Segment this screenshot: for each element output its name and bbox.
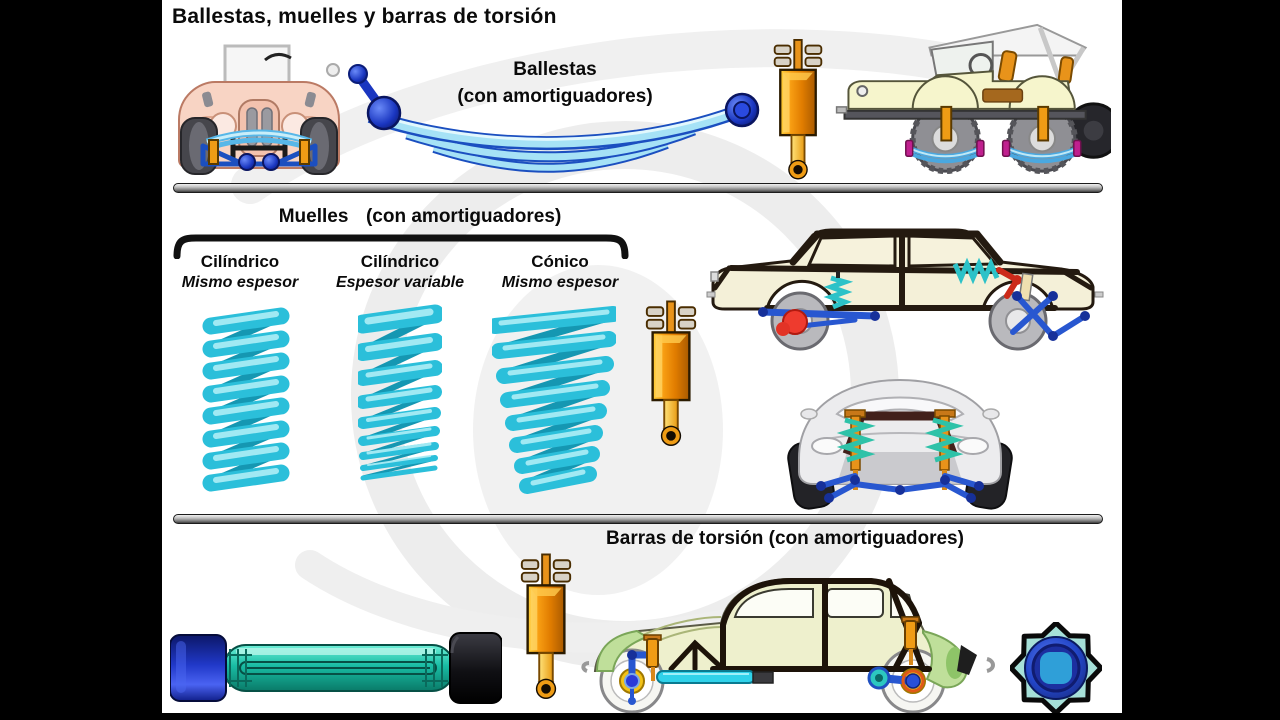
spring-type-2-detail: Espesor variable (335, 274, 465, 291)
spring-type-2-label: Cilíndrico Espesor variable (322, 252, 478, 292)
torsion-bar-end-view-illustration (1010, 622, 1102, 714)
section-divider-bottom (173, 514, 1103, 524)
shock-absorber-illustration (770, 33, 826, 185)
spring-type-1-label: Cilíndrico Mismo espesor (167, 252, 313, 292)
jeep-side-illustration (835, 23, 1111, 175)
torsion-bar-illustration (170, 632, 502, 704)
page-title: Ballestas, muelles y barras de torsión (172, 5, 557, 28)
coil-spring-cylindrical-uniform (202, 307, 290, 492)
leaf-spring-illustration (348, 64, 760, 173)
ballestas-label-line1: Ballestas (513, 59, 597, 80)
spring-type-2-name: Cilíndrico (360, 252, 440, 271)
muelles-header-main: Muelles (278, 206, 349, 227)
spring-type-3-name: Cónico (531, 252, 589, 271)
ballestas-label-line2: (con amortiguadores) (457, 86, 653, 107)
barras-header: Barras de torsión (con amortiguadores) (606, 528, 964, 549)
ballestas-label: Ballestas (con amortiguadores) (425, 56, 685, 110)
muelles-bracket (173, 234, 629, 259)
section-divider-top (173, 183, 1103, 193)
letterbox-left (0, 0, 162, 720)
car-front-suspension-illustration (787, 378, 1013, 510)
shock-absorber-illustration (642, 296, 700, 450)
vintage-car-front-illustration (178, 44, 340, 175)
coil-spring-conical (492, 306, 616, 494)
classic-car-side-cutaway-illustration (581, 578, 995, 714)
muelles-header-paren: (con amortiguadores) (365, 206, 562, 227)
spring-type-3-detail: Mismo espesor (501, 274, 619, 291)
shock-absorber-illustration (517, 550, 575, 702)
spring-type-3-label: Cónico Mismo espesor (484, 252, 636, 292)
sedan-side-cutaway-illustration (706, 228, 1104, 351)
letterbox-bottom (0, 713, 1280, 720)
spring-type-1-detail: Mismo espesor (181, 274, 299, 291)
coil-spring-cylindrical-variable (358, 304, 442, 481)
letterbox-right (1122, 0, 1280, 720)
muelles-header: Muelles (con amortiguadores) (205, 203, 635, 230)
spring-type-1-name: Cilíndrico (200, 252, 280, 271)
